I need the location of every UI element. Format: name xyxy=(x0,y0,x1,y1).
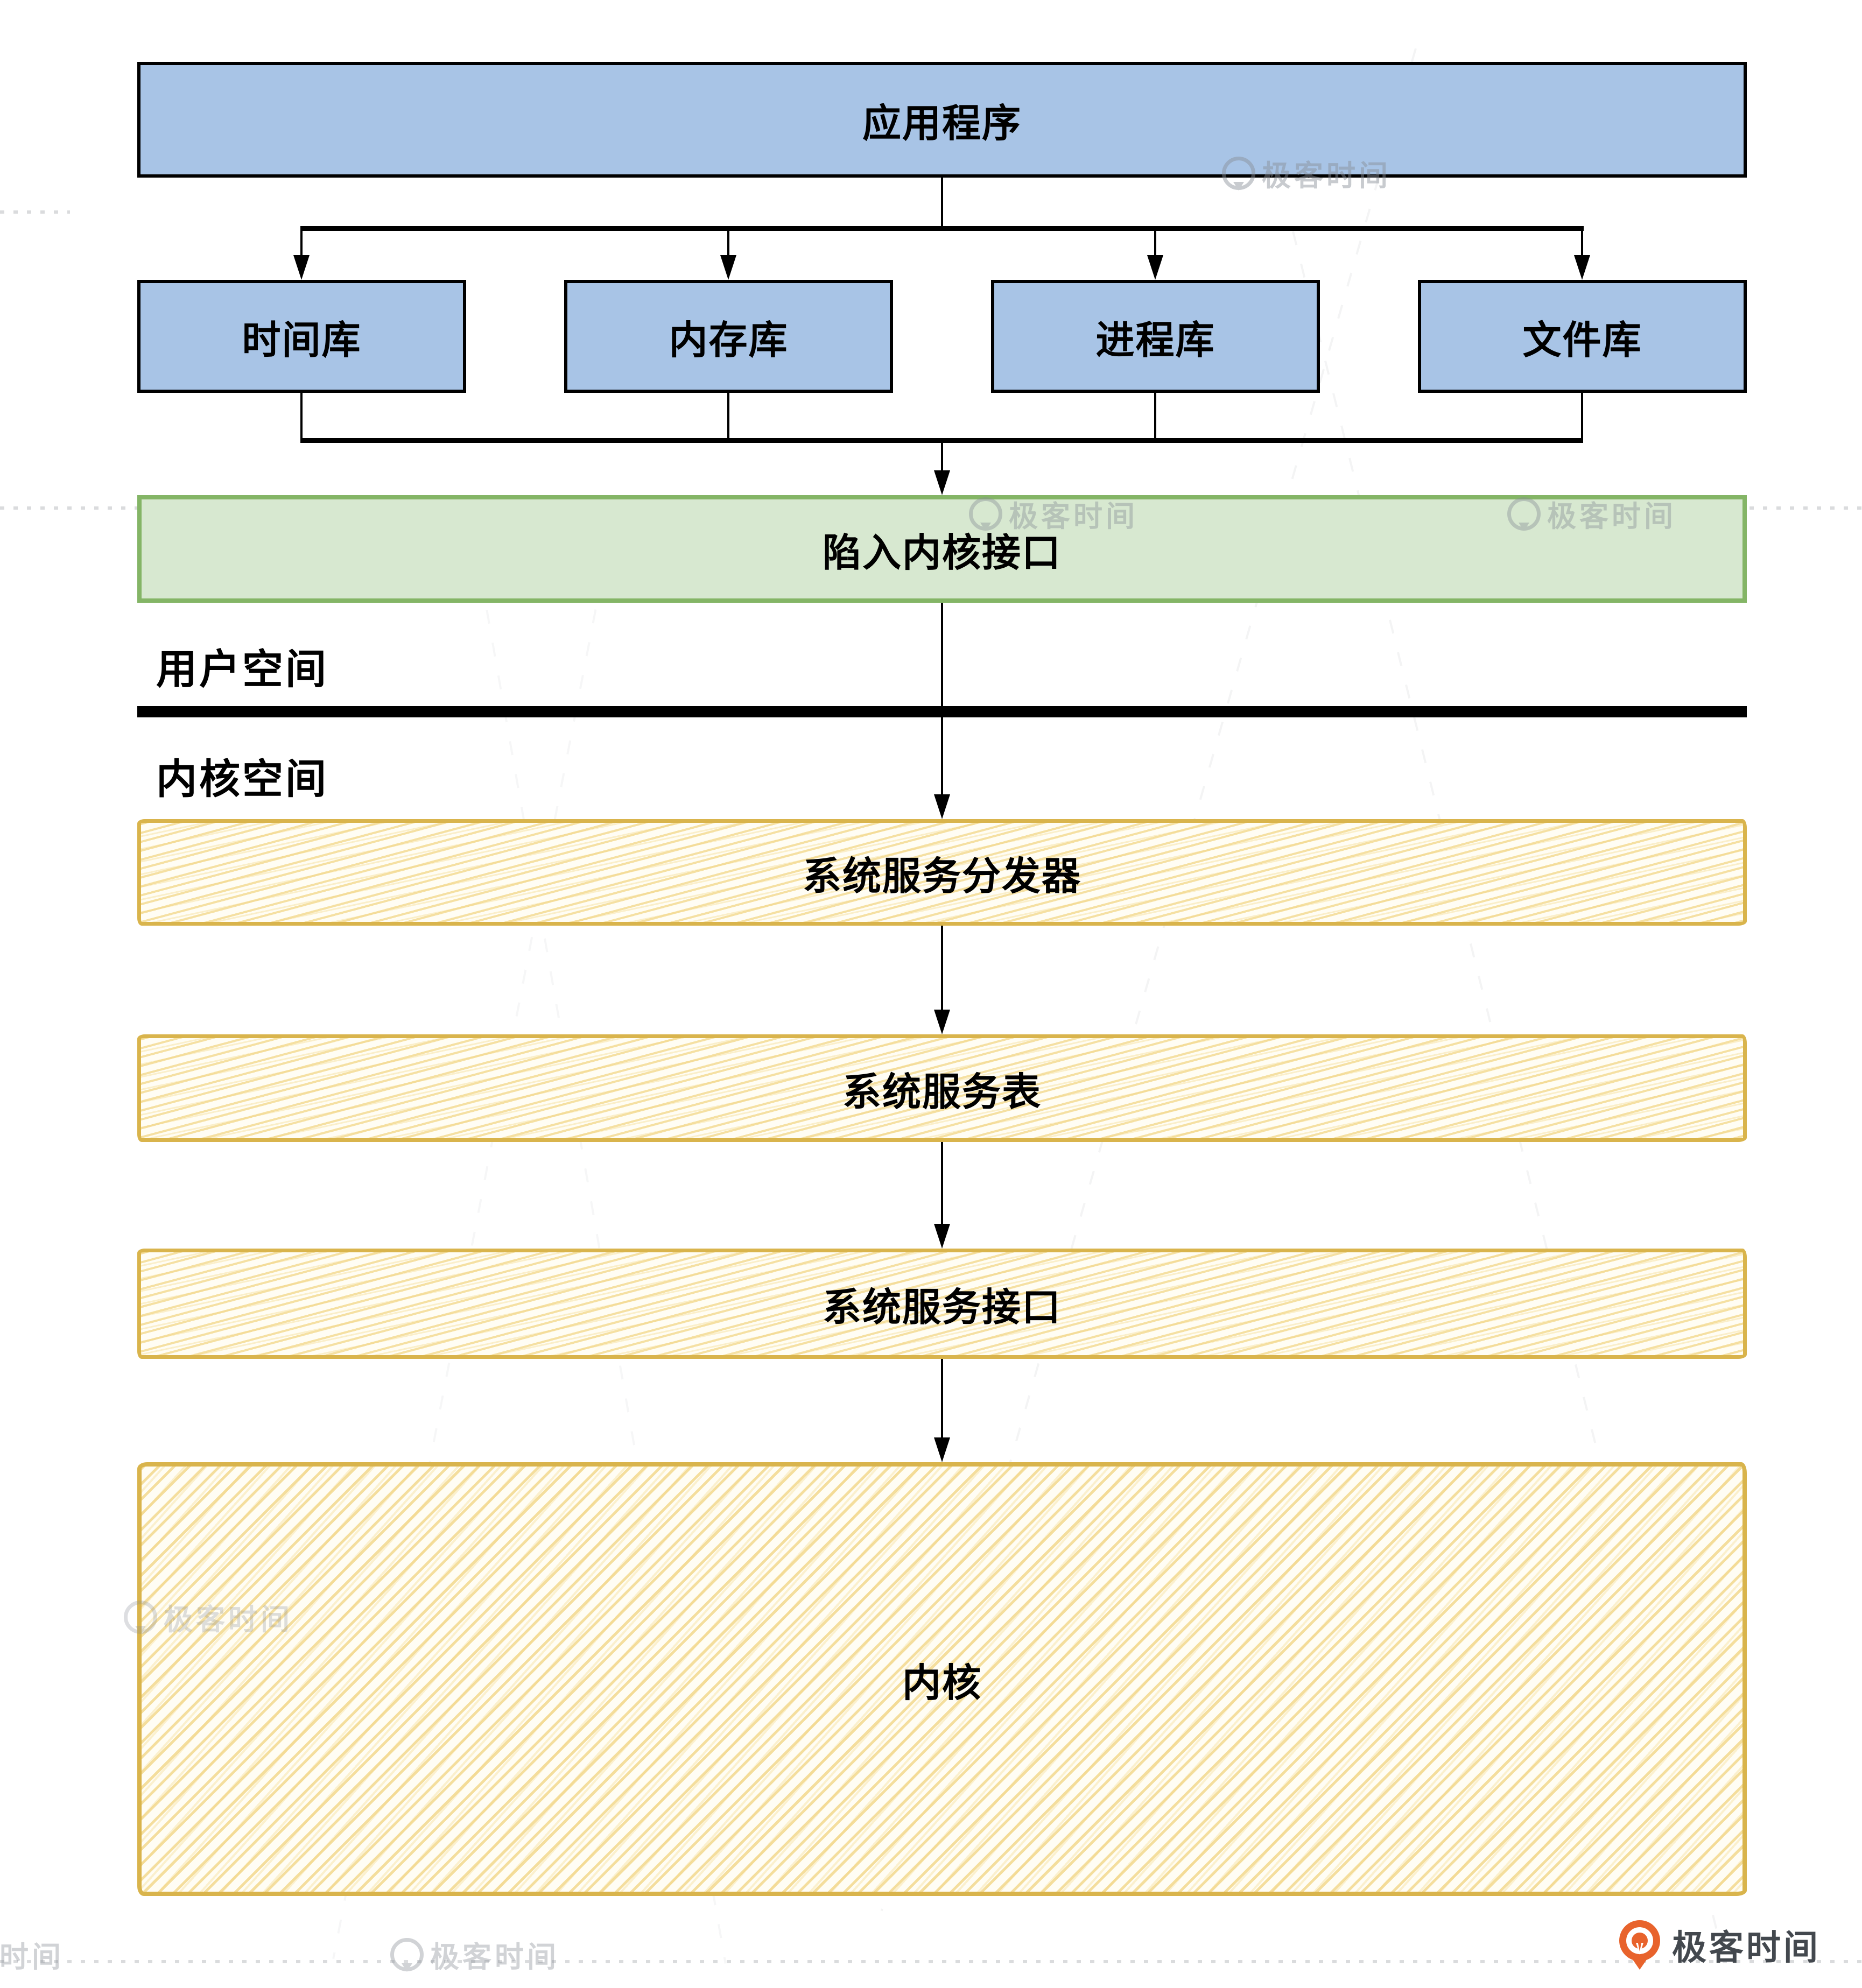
library-box-label: 时间库 xyxy=(242,319,362,362)
app-box-label: 应用程序 xyxy=(862,102,1022,145)
geektime-watermark-icon xyxy=(1507,497,1541,531)
system-service-table-label: 系统服务表 xyxy=(842,1070,1042,1114)
connector-line xyxy=(941,926,943,1012)
app-box: 应用程序 xyxy=(137,62,1747,178)
arrowhead-down-icon xyxy=(934,1224,950,1249)
geektime-logo: 极客时间 xyxy=(1617,1919,1821,1971)
connector-line xyxy=(1154,231,1156,258)
library-box-memory: 内存库 xyxy=(564,280,893,393)
library-box-file: 文件库 xyxy=(1418,280,1747,393)
library-box-label: 内存库 xyxy=(669,319,789,362)
arrowhead-down-icon xyxy=(934,470,950,495)
geektime-watermark-icon xyxy=(390,1937,424,1972)
connector-line xyxy=(727,393,729,439)
arrowhead-down-icon xyxy=(720,255,736,280)
connector-line xyxy=(300,393,303,439)
connector-line xyxy=(1581,393,1583,439)
arrowhead-down-icon xyxy=(1574,255,1590,280)
geektime-watermark-text: 极客时间 xyxy=(0,1941,64,1973)
geektime-watermark-text: 极客时间 xyxy=(1547,500,1676,533)
geektime-watermark: 极客时间 xyxy=(124,1596,293,1638)
geektime-watermark: 极客时间 xyxy=(390,1933,559,1976)
system-service-dispatcher-box: 系统服务分发器 xyxy=(137,819,1747,926)
geektime-watermark: 极客时间 xyxy=(969,492,1138,535)
geektime-watermark-text: 极客时间 xyxy=(430,1941,559,1973)
connector-line xyxy=(727,231,729,258)
arrowhead-down-icon xyxy=(934,1437,950,1462)
connector-line xyxy=(941,603,943,794)
geektime-watermark: 极客时间 xyxy=(1507,492,1676,535)
system-service-dispatcher-label: 系统服务分发器 xyxy=(802,855,1081,898)
geektime-watermark-icon xyxy=(124,1600,157,1634)
user-kernel-divider-line xyxy=(137,706,1747,717)
connector-line xyxy=(1581,231,1583,258)
connector-line xyxy=(941,443,943,474)
geektime-watermark-icon xyxy=(1222,156,1255,191)
library-box-label: 进程库 xyxy=(1095,319,1215,362)
kernel-box: 内核 xyxy=(137,1462,1747,1896)
connector-line xyxy=(941,1359,943,1440)
trap-kernel-interface-label: 陷入内核接口 xyxy=(822,531,1062,575)
system-service-interface-label: 系统服务接口 xyxy=(822,1286,1062,1329)
system-service-interface-box: 系统服务接口 xyxy=(137,1249,1747,1359)
connector-line xyxy=(300,231,303,258)
arrowhead-down-icon xyxy=(934,794,950,819)
connector-line xyxy=(941,178,943,228)
connector-line xyxy=(300,438,1583,443)
kernel-box-label: 内核 xyxy=(902,1661,982,1705)
trap-kernel-interface-box: 陷入内核接口 xyxy=(137,495,1747,603)
geektime-watermark-icon xyxy=(969,497,1002,531)
arrowhead-down-icon xyxy=(293,255,310,280)
connector-line xyxy=(300,226,1584,231)
connector-line xyxy=(941,1142,943,1226)
geektime-watermark-text: 极客时间 xyxy=(1262,160,1391,192)
library-box-label: 文件库 xyxy=(1522,319,1642,362)
arrowhead-down-icon xyxy=(1147,255,1163,280)
geektime-watermark: 极客时间 xyxy=(1222,152,1391,194)
watermark-dotted-line xyxy=(0,1960,1862,1963)
arrowhead-down-icon xyxy=(934,1010,950,1034)
geektime-logo-text: 极客时间 xyxy=(1672,1928,1821,1967)
geektime-watermark-text: 极客时间 xyxy=(1009,500,1138,533)
connector-line xyxy=(1154,393,1156,439)
library-box-process: 进程库 xyxy=(991,280,1320,393)
geektime-watermark-text: 极客时间 xyxy=(164,1604,293,1636)
geektime-watermark: 极客时间 xyxy=(0,1933,64,1976)
kernel-space-label: 内核空间 xyxy=(156,757,328,802)
system-service-table-box: 系统服务表 xyxy=(137,1034,1747,1142)
user-space-label: 用户空间 xyxy=(156,647,328,693)
watermark-dotted-line xyxy=(0,210,70,214)
library-box-time: 时间库 xyxy=(137,280,466,393)
geektime-logo-icon xyxy=(1619,1920,1660,1970)
